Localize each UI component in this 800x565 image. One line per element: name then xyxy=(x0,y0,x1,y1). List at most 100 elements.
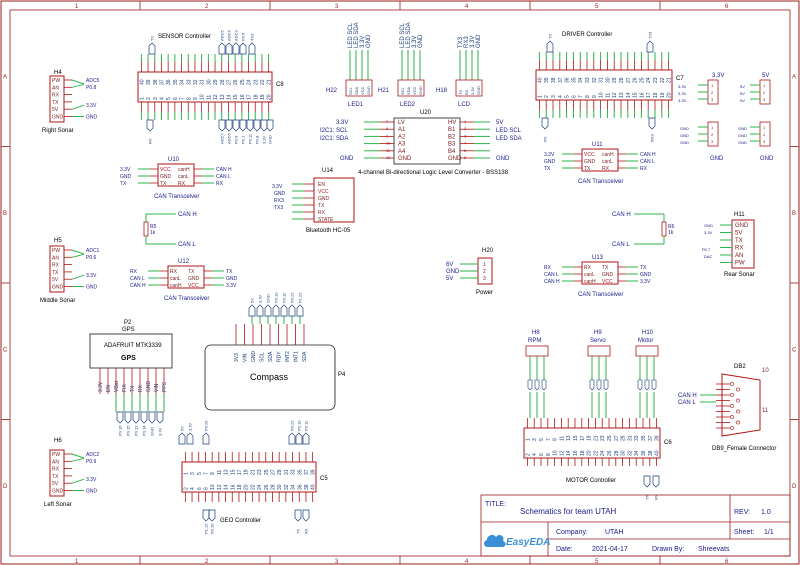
date-value: 2021-04-17 xyxy=(592,546,628,553)
driver-top-net: TX xyxy=(548,34,553,39)
can-left-net: CAN L xyxy=(544,272,559,278)
header-net-label: RX3 xyxy=(464,36,470,48)
can-ref: U11 xyxy=(592,142,603,148)
sensor-bottom-net: P0.1 xyxy=(241,135,246,144)
net-flag xyxy=(266,119,274,132)
pin-number: 31 xyxy=(599,77,605,83)
u14-ref: U14 xyxy=(322,168,334,174)
net-flag xyxy=(264,304,272,317)
can-right-net: GND xyxy=(226,276,238,282)
u20-right-num: 3 xyxy=(464,133,467,138)
pin-number: 17 xyxy=(247,94,253,100)
header-ref: H21 xyxy=(378,88,390,94)
pin-number: 2 xyxy=(544,95,550,98)
wire xyxy=(71,274,85,280)
header-pin: SCL xyxy=(348,86,353,95)
sonar-pin-label: RX xyxy=(52,93,60,99)
power-pin: 1 xyxy=(483,262,486,268)
pin-number: 30 xyxy=(206,79,212,85)
geo-bottom-net: TX xyxy=(296,529,301,534)
power-net: 5V xyxy=(446,276,453,282)
sensor-bottom-net: P0.9 xyxy=(234,135,239,144)
frame-col-label: 6 xyxy=(725,559,729,565)
gps-pin: FIX xyxy=(122,384,128,392)
wire xyxy=(71,453,85,459)
rail-net: GND xyxy=(738,126,747,131)
net-flag xyxy=(256,304,264,317)
geo-top-net: P0.29 xyxy=(204,420,209,431)
wire xyxy=(71,478,85,484)
gps-name: GPS xyxy=(121,355,136,362)
pin-number: 40 xyxy=(311,484,317,490)
frame-col-label: 5 xyxy=(595,559,599,565)
pin-number: 18 xyxy=(580,450,586,456)
motor-net: RX xyxy=(654,494,659,500)
can-left-pin: canH xyxy=(170,283,182,289)
net-flag xyxy=(644,379,650,391)
rail-pin: 3 xyxy=(763,97,766,102)
sonar-pin-label: 5V xyxy=(52,277,59,283)
u20-left-num: 10 xyxy=(386,141,391,146)
compass-pin: GND xyxy=(251,351,257,363)
header-body xyxy=(345,79,373,97)
rail-title: 3.3V xyxy=(712,73,724,79)
pin-number: 8 xyxy=(203,487,209,490)
can-right-pin: canL xyxy=(602,159,613,165)
right-sonar-name: Right Sonar xyxy=(42,128,74,134)
gps-net: P0.12 xyxy=(134,425,139,436)
pin-number: 32 xyxy=(627,450,633,456)
geo-controller-name: GEO Controller xyxy=(220,518,261,524)
can-left-pin: canL xyxy=(170,276,181,282)
gps-pin: VIN xyxy=(154,383,160,392)
net-flag xyxy=(239,42,247,55)
gps-ref: P2 xyxy=(124,320,132,326)
pin-number: 18 xyxy=(253,94,259,100)
header-body xyxy=(635,345,659,357)
pin-number: 33 xyxy=(291,469,297,475)
header-ref: H9 xyxy=(594,330,602,336)
net-flag xyxy=(156,411,164,424)
gps-title: ADAFRUIT MTK3339 xyxy=(104,343,162,349)
net-flag xyxy=(260,119,268,132)
pin-number: 26 xyxy=(264,484,270,490)
db9-pin xyxy=(730,426,734,430)
rail-net: 5V xyxy=(740,84,745,89)
can-left-net: GND xyxy=(120,174,132,180)
pin-number: 29 xyxy=(213,79,219,85)
compass-net: P1.22 xyxy=(298,292,303,303)
header-pin: TX xyxy=(458,90,463,95)
sonar-net: 3.3V xyxy=(86,477,97,483)
u20-right-pin: GND xyxy=(448,156,462,162)
rail-net: 5V xyxy=(740,91,745,96)
pin-number: 24 xyxy=(247,79,253,85)
pin-number: 7 xyxy=(180,97,186,100)
u20-right-net: GND xyxy=(496,156,510,162)
resistor-body xyxy=(661,221,667,237)
